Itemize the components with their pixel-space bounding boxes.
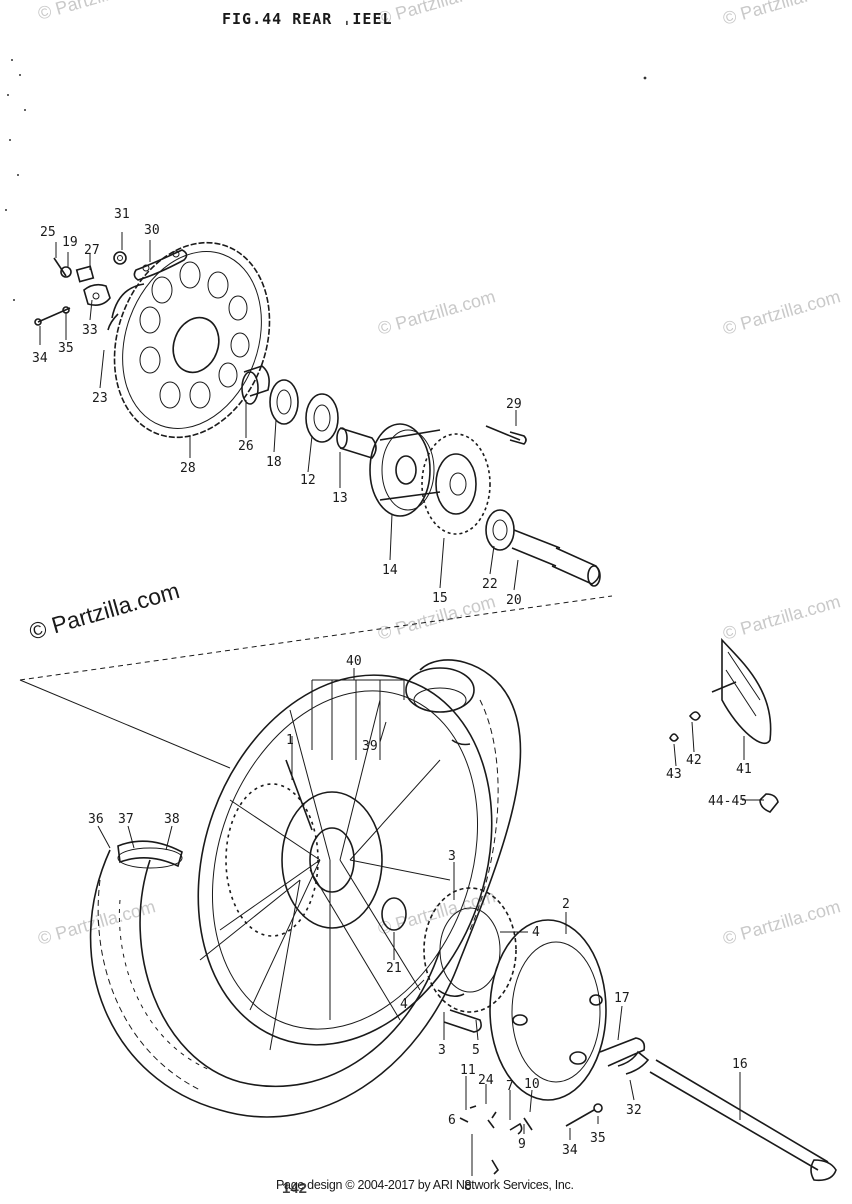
axle-sleeve-icon	[485, 509, 601, 587]
callout-29: 29	[506, 397, 522, 412]
rear-wheel-assembly	[89, 659, 522, 1118]
callout-33: 33	[82, 323, 98, 338]
sprocket-assembly	[19, 241, 613, 769]
reflector-assembly	[669, 637, 779, 813]
watermark-1: © Partzilla.com	[36, 0, 158, 24]
sprocket-bolt-set-icon	[34, 249, 188, 331]
callout-9: 9	[518, 1137, 526, 1152]
callout-35-lower: 35	[590, 1131, 606, 1146]
watermark-main: © Partzilla.com	[26, 577, 182, 645]
brake-drum-icon	[225, 759, 319, 937]
watermark-2: © Partzilla.com	[376, 0, 498, 29]
callout-42: 42	[686, 753, 702, 768]
callout-37: 37	[118, 812, 134, 827]
callout-4-left: 4	[400, 997, 408, 1012]
reflector-icon	[721, 637, 772, 745]
callout-23: 23	[92, 391, 108, 406]
callout-43: 43	[666, 767, 682, 782]
figure-title: FIG.44 REAR ˌIEEL	[222, 10, 393, 28]
watermark-4: © Partzilla.com	[376, 286, 498, 339]
callout-26: 26	[238, 439, 254, 454]
callout-39: 39	[362, 739, 378, 754]
callout-44-45: 44-45	[708, 794, 747, 809]
callout-8: 8	[464, 1179, 472, 1194]
hub-bearing-stack-icon	[241, 365, 377, 459]
rear-sprocket-icon	[113, 241, 271, 439]
callout-labels: 25 19 27 31 30 33 34 35 23 28 26 18 12 1…	[32, 207, 752, 1194]
callout-1: 1	[286, 733, 294, 748]
callout-21: 21	[386, 961, 402, 976]
callout-32: 32	[626, 1103, 642, 1118]
callout-40: 40	[346, 654, 362, 669]
leader-lines	[39, 232, 764, 1176]
brake-cam-hardware-icon	[459, 1103, 603, 1175]
callout-27: 27	[84, 243, 100, 258]
watermark-5: © Partzilla.com	[721, 286, 843, 339]
watermark-10: © Partzilla.com	[721, 896, 843, 949]
callout-24: 24	[478, 1073, 494, 1088]
callout-34-lower: 34	[562, 1143, 578, 1158]
callout-3-upper: 3	[448, 849, 456, 864]
callout-11: 11	[460, 1063, 476, 1078]
rim-and-spokes-icon	[197, 674, 493, 1051]
callout-31: 31	[114, 207, 130, 222]
callout-36: 36	[88, 812, 104, 827]
reflector-nut-icon	[759, 793, 779, 813]
tire-tube-top-icon	[311, 667, 475, 760]
callout-7: 7	[506, 1079, 514, 1094]
callout-41: 41	[736, 762, 752, 777]
tube-and-rim-band-icon	[117, 840, 183, 869]
callout-12: 12	[300, 473, 316, 488]
watermark-3: © Partzilla.com	[721, 0, 843, 29]
callout-22: 22	[482, 577, 498, 592]
callout-6: 6	[448, 1113, 456, 1128]
callout-2: 2	[562, 897, 570, 912]
callout-13: 13	[332, 491, 348, 506]
callout-19: 19	[62, 235, 78, 250]
callout-25: 25	[40, 225, 56, 240]
callout-35-upper: 35	[58, 341, 74, 356]
brake-shoe-icon	[423, 887, 517, 1013]
rear-axle-icon	[649, 1059, 829, 1171]
callout-38: 38	[164, 812, 180, 827]
brake-panel-assembly	[381, 887, 837, 1182]
brake-panel-icon	[489, 919, 607, 1101]
callout-18: 18	[266, 455, 282, 470]
callout-28: 28	[180, 461, 196, 476]
page-number: 142	[282, 1180, 308, 1197]
sprocket-hub-icon	[369, 423, 527, 535]
callout-3-lower: 3	[438, 1043, 446, 1058]
tire-icon	[89, 659, 522, 1118]
callout-10: 10	[524, 1077, 540, 1092]
callout-5: 5	[472, 1043, 480, 1058]
callout-34-upper: 34	[32, 351, 48, 366]
hub-bearing-21-icon	[381, 897, 407, 931]
callout-17: 17	[614, 991, 630, 1006]
callout-15: 15	[432, 591, 448, 606]
callout-16: 16	[732, 1057, 748, 1072]
watermark-7: © Partzilla.com	[721, 591, 843, 644]
callout-30: 30	[144, 223, 160, 238]
scan-noise	[5, 59, 647, 301]
callout-20: 20	[506, 593, 522, 608]
callout-14: 14	[382, 563, 398, 578]
callout-4-right: 4	[532, 925, 540, 940]
copyright-footer: Page design © 2004-2017 by ARI Network S…	[276, 1178, 574, 1192]
